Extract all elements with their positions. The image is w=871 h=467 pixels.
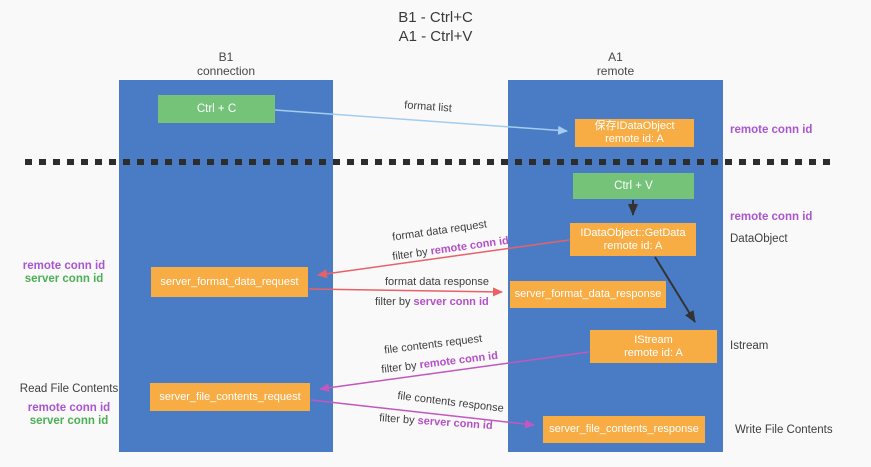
filter-by-text: filter by [380,359,418,376]
ctrl-v-label: Ctrl + V [614,179,653,192]
node-idataobject-getdata: IDataObject::GetData remote id: A [570,223,696,256]
istream-line2: remote id: A [624,346,683,359]
filter-by-text: filter by [391,246,429,263]
lane-b1-role: connection [196,64,256,78]
node-server-format-data-response: server_format_data_response [510,281,666,308]
label-filter-by-server-2: filter by server conn id [378,412,494,433]
lane-b1-name: B1 [218,50,234,64]
filter-by-text: filter by [375,296,411,308]
label-filter-by-server-1: filter by server conn id [375,296,489,309]
diagram-title: B1 - Ctrl+C A1 - Ctrl+V [0,8,871,46]
server-conn-id-text: server conn id [413,296,489,308]
node-server-format-data-request: server_format_data_request [151,267,308,297]
label-format-data-response: format data response [385,276,489,288]
node-server-file-contents-response: server_file_contents_response [543,416,705,443]
lane-a1-role: remote [596,64,635,78]
getdata-line1: IDataObject::GetData [580,226,686,239]
left-server-conn-id-2: server conn id [29,415,109,427]
left-read-file-block: Read File Contents remote conn id server… [10,382,128,428]
server-file-contents-request-label: server_file_contents_request [159,390,301,403]
right-dataobject-label: DataObject [730,233,788,245]
right-remote-conn-id-1: remote conn id [730,124,813,136]
title-line-2: A1 - Ctrl+V [398,28,473,45]
filter-by-text: filter by [378,412,415,427]
istream-line1: IStream [634,333,673,346]
node-istream: IStream remote id: A [590,330,717,363]
read-file-contents-label: Read File Contents [19,383,119,395]
node-ctrl-c: Ctrl + C [158,95,275,123]
label-file-contents-response: file contents response [396,389,505,415]
label-format-list: format list [403,99,453,115]
right-write-file-contents-label: Write File Contents [735,424,833,436]
node-save-idataobject: 保存IDataObject remote id: A [575,119,694,147]
left-server-conn-id: server conn id [24,273,104,285]
right-istream-label: Istream [730,340,769,352]
ctrl-c-label: Ctrl + C [196,102,237,115]
left-conn-id-labels: remote conn id server conn id [14,260,114,286]
title-line-1: B1 - Ctrl+C [398,9,473,26]
server-format-data-request-label: server_format_data_request [160,275,299,288]
server-file-contents-response-label: server_file_contents_response [549,423,699,435]
node-server-file-contents-request: server_file_contents_request [150,383,310,411]
remote-conn-id-text: remote conn id [429,234,510,258]
arrow-format-data-response [308,287,503,297]
server-format-data-response-label: server_format_data_response [514,288,662,300]
remote-conn-id-text: remote conn id [418,349,499,372]
lane-a1-name: A1 [608,50,623,64]
left-remote-conn-id: remote conn id [22,260,106,272]
right-remote-conn-id-2: remote conn id [730,211,813,223]
left-remote-conn-id-2: remote conn id [27,402,111,414]
dashed-separator [25,159,832,165]
lane-header-b1: B1 connection [119,50,333,78]
node-ctrl-v: Ctrl + V [573,173,694,199]
save-idataobject-line2: remote id: A [605,133,664,145]
getdata-line2: remote id: A [603,239,663,252]
save-idataobject-line1: 保存IDataObject [594,120,675,132]
server-conn-id-text: server conn id [417,414,494,433]
lane-header-a1: A1 remote [508,50,723,78]
